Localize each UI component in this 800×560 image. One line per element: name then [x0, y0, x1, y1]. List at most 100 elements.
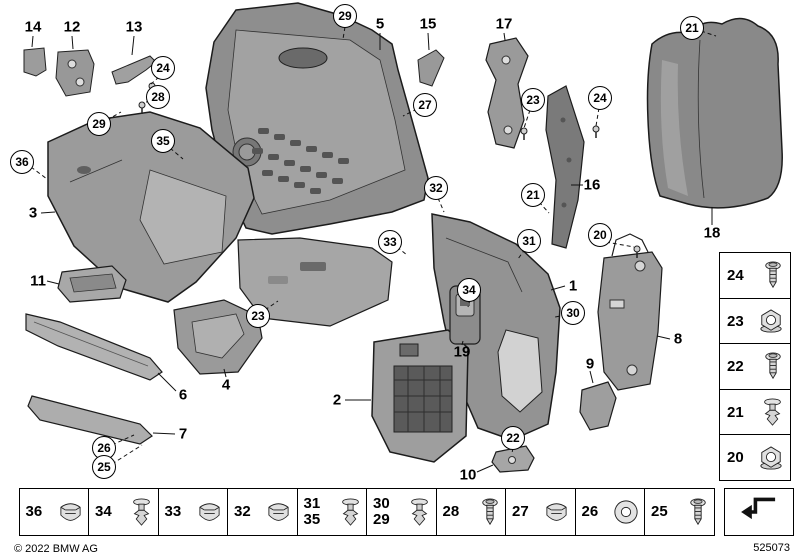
clip-icon — [197, 502, 222, 523]
part-number-label: 1 — [568, 277, 578, 295]
legend-cell-number: 20 — [727, 449, 744, 466]
part-number-label: 2 — [332, 391, 342, 409]
legend-cell-number: 21 — [727, 403, 744, 421]
part-number-label: 10 — [459, 466, 477, 484]
fastener-callout: 22 — [501, 426, 525, 450]
part-number-label: 17 — [495, 15, 513, 33]
fastener-callout: 23 — [521, 88, 545, 112]
part-15-small-strip — [417, 49, 445, 87]
part-5-upper-trim-panel — [205, 2, 429, 235]
leader-lines — [31, 32, 713, 473]
part-number-label: 19 — [453, 343, 471, 361]
legend-cell-number: 33 — [164, 502, 182, 520]
rivet-icon — [340, 498, 361, 526]
fastener-callout: 21 — [521, 183, 545, 207]
legend-cell: 28 — [435, 488, 507, 536]
fastener-callout: 24 — [588, 86, 612, 110]
screw-icon — [480, 497, 500, 527]
nut-icon — [759, 445, 783, 470]
legend-cell: 23 — [719, 297, 791, 345]
fastener-callout: 23 — [246, 304, 270, 328]
legend-cell: 24 — [719, 252, 791, 299]
part-number-label: 8 — [673, 330, 683, 348]
rivet-icon — [131, 498, 152, 526]
fastener-callout: 29 — [333, 4, 357, 28]
legend-cell: 32 — [227, 488, 298, 536]
part-18-cover-panel — [646, 17, 783, 209]
legend-cell: 36 — [18, 488, 90, 536]
document-number: 525073 — [753, 542, 790, 554]
fastener-callout: 30 — [561, 301, 585, 325]
screw-icon — [688, 497, 708, 527]
washer-icon — [613, 499, 639, 525]
legend-cell-number: 24 — [727, 267, 744, 284]
rivet-icon — [762, 398, 783, 426]
part-13-bracket — [111, 55, 157, 85]
part-center-lower-panel — [237, 237, 393, 327]
part-11-handle-trim — [57, 265, 127, 303]
fastener-callout: 27 — [413, 93, 437, 117]
fastener-callout: 20 — [588, 223, 612, 247]
legend-cell-number: 32 — [234, 502, 251, 520]
fastener-callout: 28 — [146, 85, 170, 109]
z-arrow-icon — [739, 495, 779, 529]
part-number-label: 15 — [419, 15, 437, 33]
part-number-label: 12 — [63, 18, 81, 36]
part-3-left-trim-panel — [47, 111, 255, 303]
legend-cell-number: 26 — [581, 502, 599, 520]
legend-cell-number: 27 — [512, 502, 529, 520]
part-number-label: 3 — [28, 204, 38, 222]
fastener-legend-right: 24 23 22 21 20 — [719, 252, 791, 481]
fastener-callout: 24 — [151, 56, 175, 80]
part-number-label: 16 — [583, 176, 601, 194]
legend-cell: 34 — [88, 488, 159, 536]
clip-icon — [266, 502, 291, 523]
part-9-small-trim — [579, 381, 617, 431]
legend-cell: 26 — [574, 488, 646, 536]
part-14-bracket — [23, 47, 47, 77]
legend-cell-number: 25 — [651, 502, 668, 520]
legend-cell: 27 — [505, 488, 576, 536]
part-number-label: 7 — [178, 425, 188, 443]
fastener-callout: 25 — [92, 455, 116, 479]
part-10-bracket — [491, 445, 535, 473]
part-number-label: 11 — [30, 272, 46, 290]
legend-cell: 21 — [719, 388, 791, 436]
nut-icon — [759, 309, 783, 333]
copyright: © 2022 BMW AG — [14, 543, 98, 555]
screw-icon — [763, 352, 783, 381]
fastener-callout: 35 — [151, 129, 175, 153]
screw-icon — [763, 261, 783, 290]
legend-cell: 25 — [644, 488, 715, 536]
legend-cell: 33 — [157, 488, 229, 536]
legend-cell-number: 28 — [442, 502, 460, 520]
part-7-sill-strip — [27, 395, 153, 445]
part-12-bracket — [55, 49, 95, 97]
legend-cell: 20 — [719, 434, 791, 481]
part-number-label: 9 — [585, 355, 595, 373]
legend-cell-number: 22 — [727, 358, 744, 375]
part-number-label: 4 — [221, 376, 231, 394]
part-17-bracket — [485, 37, 529, 149]
fastener-callout: 36 — [10, 150, 34, 174]
fastener-callout: 33 — [378, 230, 402, 254]
part-8-bracket-panel — [597, 233, 663, 391]
part-2-storage-net-box — [371, 329, 469, 463]
legend-cell-number: 23 — [727, 312, 744, 330]
fastener-callout: 32 — [424, 176, 448, 200]
legend-cell: 22 — [719, 343, 791, 390]
part-number-label: 14 — [24, 18, 42, 36]
part-number-label: 6 — [178, 386, 188, 404]
clip-icon — [58, 502, 83, 523]
fastener-callout: 29 — [87, 112, 111, 136]
part-6-sill-strip — [25, 313, 163, 381]
fastener-callout: 31 — [517, 229, 541, 253]
part-number-label: 13 — [125, 18, 143, 36]
fastener-callout: 21 — [680, 16, 704, 40]
